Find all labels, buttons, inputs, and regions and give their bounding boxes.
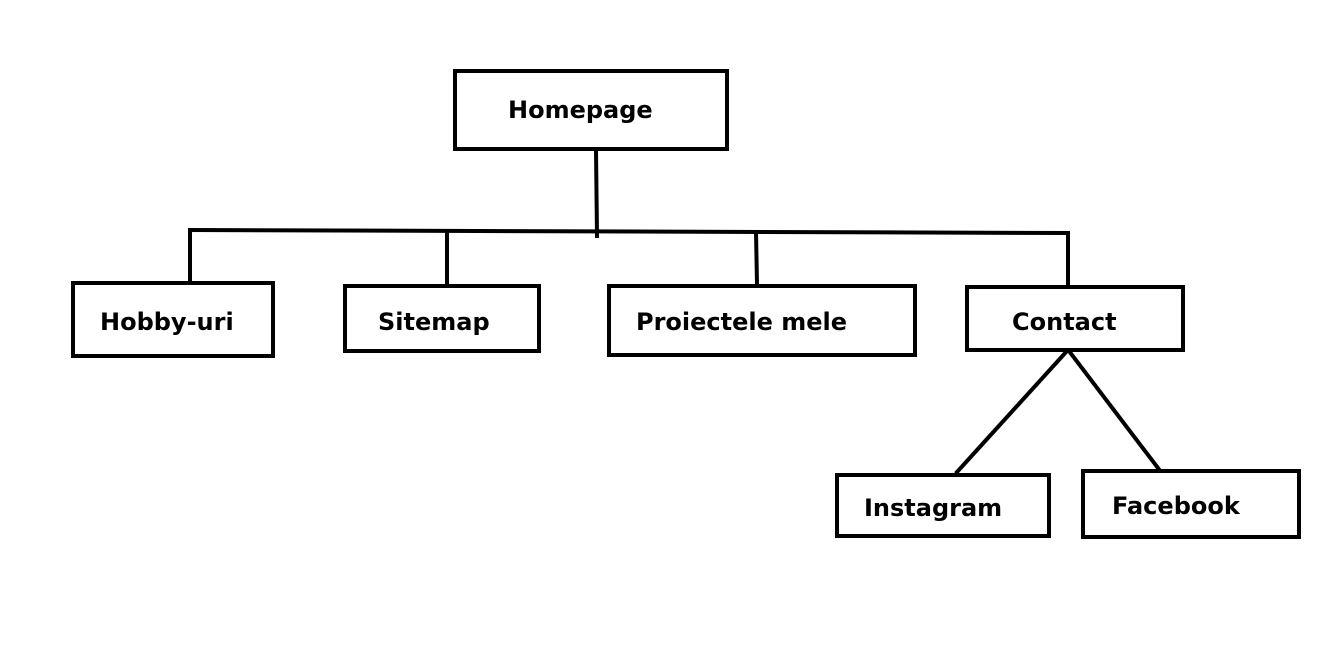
node-homepage: Homepage bbox=[453, 69, 729, 151]
node-sitemap-box bbox=[343, 284, 541, 353]
node-sitemap-label: Sitemap bbox=[378, 308, 490, 336]
node-homepage-box bbox=[453, 69, 729, 151]
node-homepage-label: Homepage bbox=[508, 96, 653, 124]
node-sitemap: Sitemap bbox=[343, 284, 541, 353]
connectors bbox=[187, 147, 1164, 475]
node-instagram-label: Instagram bbox=[864, 494, 1002, 522]
node-facebook: Facebook bbox=[1081, 469, 1301, 539]
node-proiecte: Proiectele mele bbox=[607, 284, 917, 357]
edge-horizontal-bus bbox=[187, 227, 1071, 236]
edge-to-proiecte bbox=[753, 229, 760, 287]
node-contact: Contact bbox=[965, 285, 1185, 352]
node-proiecte-label: Proiectele mele bbox=[636, 308, 847, 336]
node-facebook-label: Facebook bbox=[1112, 492, 1241, 520]
node-instagram: Instagram bbox=[835, 473, 1051, 538]
node-hobby-box bbox=[71, 281, 275, 358]
node-contact-label: Contact bbox=[1012, 308, 1117, 336]
node-proiecte-box bbox=[607, 284, 917, 357]
edge-homepage-trunk bbox=[593, 147, 600, 239]
edge-contact-facebook bbox=[1066, 348, 1164, 475]
node-instagram-box bbox=[835, 473, 1051, 538]
node-hobby-label: Hobby-uri bbox=[100, 308, 234, 336]
node-facebook-box bbox=[1081, 469, 1301, 539]
node-contact-box bbox=[965, 285, 1185, 352]
edge-contact-instagram bbox=[954, 348, 1070, 475]
node-hobby: Hobby-uri bbox=[71, 281, 275, 358]
